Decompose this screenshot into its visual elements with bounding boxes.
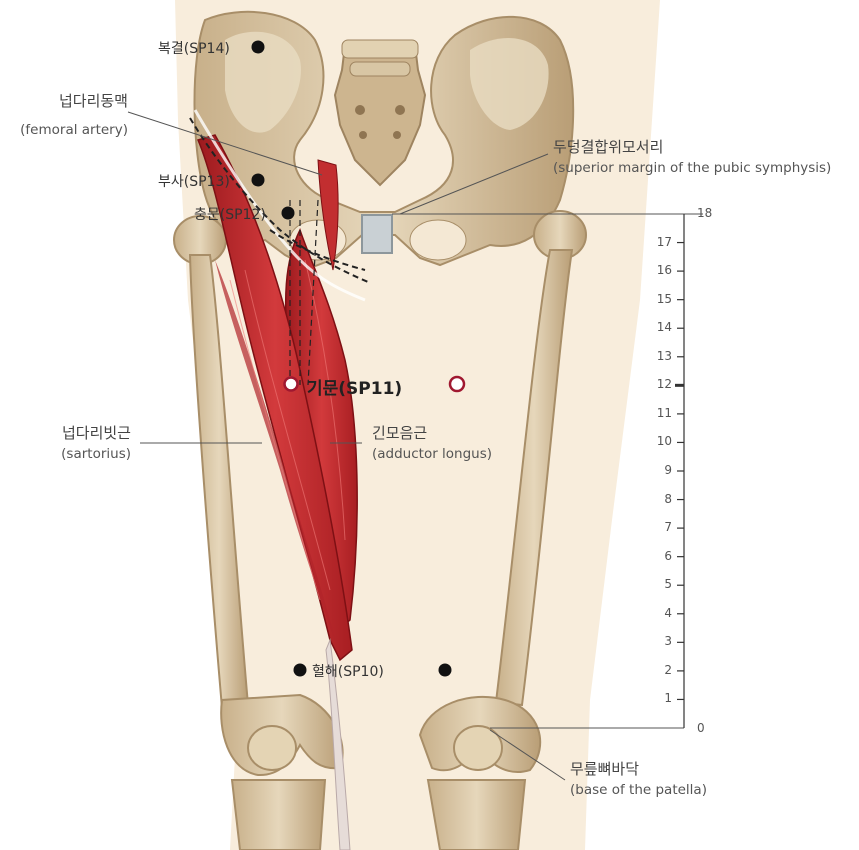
scale-tick-label-6: 6 <box>664 548 672 563</box>
scale-tick-label-9: 9 <box>664 463 672 477</box>
scale-tick-label-3: 3 <box>664 634 672 649</box>
point-sp12-dot <box>281 206 295 220</box>
scale-tick-label-14: 14 <box>656 320 672 335</box>
scale-top-label: 18 <box>697 206 713 220</box>
scale-tick-label-10: 10 <box>656 434 672 449</box>
scale-tick-label-7: 7 <box>664 520 672 535</box>
label-sartorius-en: (sartorius) <box>61 446 131 462</box>
femur-left <box>173 215 344 850</box>
scale-tick-label-4: 4 <box>664 605 672 620</box>
pubic-symphysis <box>361 214 393 254</box>
point-sp14-dot <box>251 40 265 54</box>
scale-tick-label-13: 13 <box>656 348 672 363</box>
scale-tick-label-16: 16 <box>656 263 672 278</box>
point-sp10-mirror-dot <box>438 663 452 677</box>
dashed-guides <box>189 117 369 386</box>
point-sp10-dot <box>293 663 307 677</box>
label-pubic-ko: 두덩결합위모서리 <box>553 138 664 156</box>
label-sp14: 복결(SP14) <box>158 41 230 57</box>
acupoint-dots <box>251 40 466 677</box>
point-sp13-dot <box>251 173 265 187</box>
label-femoral-artery-en: (femoral artery) <box>20 122 128 138</box>
point-sp11-dot <box>283 376 299 392</box>
scale-tick-label-17: 17 <box>656 234 672 249</box>
scale-tick-label-15: 15 <box>656 291 672 306</box>
label-pubic-en: (superior margin of the pubic symphysis) <box>553 160 832 176</box>
scale-tick-label-12: 12 <box>656 377 672 392</box>
label-adductor-en: (adductor longus) <box>372 446 493 462</box>
femur-right <box>418 210 587 850</box>
scale-tick-label-2: 2 <box>664 662 672 677</box>
pelvis <box>193 10 575 270</box>
label-adductor-ko: 긴모음근 <box>372 424 428 442</box>
label-sp11: 기문(SP11) <box>307 379 403 399</box>
scale-tick-label-11: 11 <box>656 405 672 420</box>
scale-tick-label-1: 1 <box>664 691 672 706</box>
point-sp11-mirror-dot <box>448 375 466 393</box>
label-patella-en: (base of the patella) <box>570 782 707 798</box>
scale-tick-label-5: 5 <box>664 577 672 592</box>
scale-tick-label-8: 8 <box>664 491 672 506</box>
label-patella-ko: 무릎뼈바닥 <box>570 760 640 778</box>
label-sartorius-ko: 넙다리빗근 <box>61 424 131 442</box>
thigh-muscles <box>193 109 366 850</box>
leader-lines <box>127 111 703 781</box>
label-femoral-artery-ko: 넙다리동맥 <box>58 92 128 110</box>
scale-bottom-label: 0 <box>697 721 705 735</box>
label-sp10: 혈해(SP10) <box>312 664 384 680</box>
label-sp12: 충문(SP12) <box>194 207 266 223</box>
measurement-scale <box>675 214 685 728</box>
label-sp13: 부사(SP13) <box>158 174 230 190</box>
